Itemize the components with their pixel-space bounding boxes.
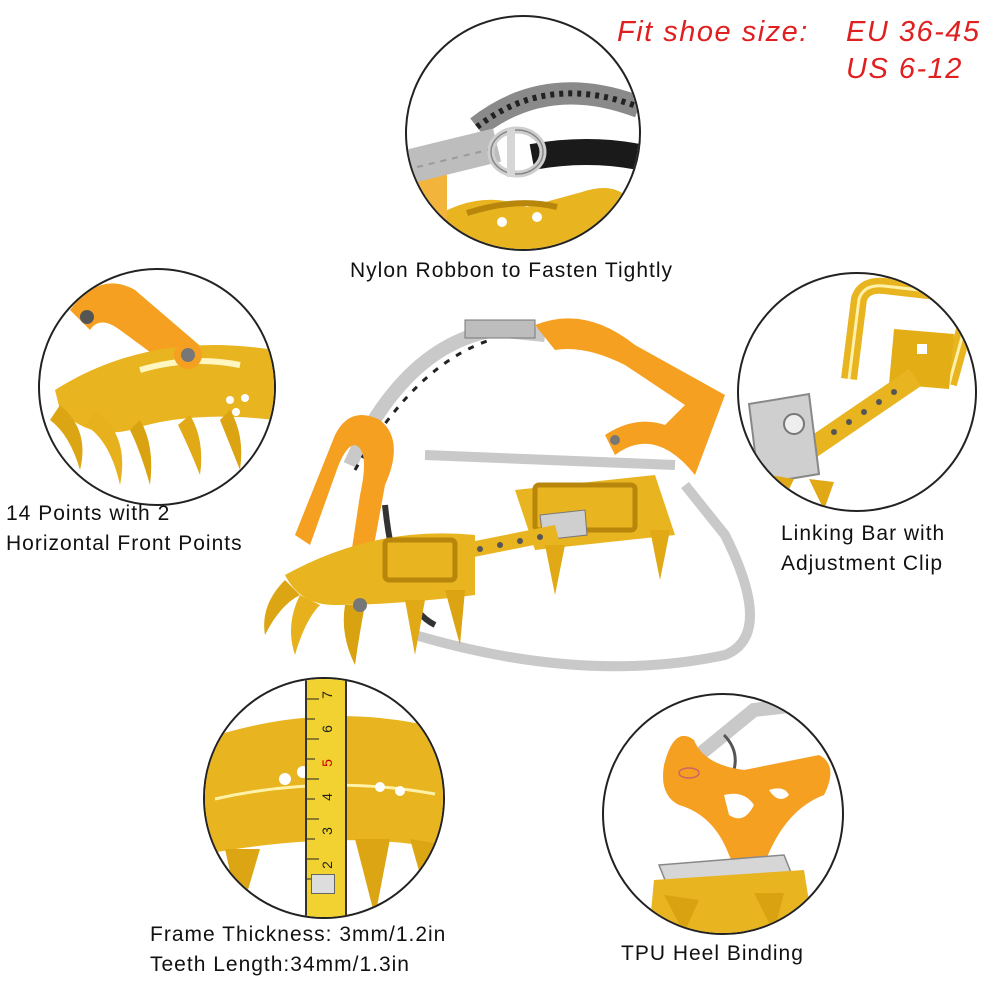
fit-size-eu: EU 36-45 (846, 16, 981, 48)
ruler-number-2: 2 (318, 861, 335, 869)
ruler-number-3: 3 (318, 827, 335, 835)
caption-nylon-ribbon: Nylon Robbon to Fasten Tightly (350, 259, 673, 282)
crampon-main-image (255, 305, 760, 675)
caption-points-line2: Horizontal Front Points (6, 532, 243, 555)
caption-teeth-length: Teeth Length:34mm/1.3in (150, 953, 410, 976)
caption-points-line1: 14 Points with 2 (6, 502, 171, 525)
caption-linking-line2: Adjustment Clip (781, 552, 944, 575)
caption-frame-thickness: Frame Thickness: 3mm/1.2in (150, 923, 447, 946)
ruler-number-4: 4 (318, 793, 335, 801)
caption-linking-line1: Linking Bar with (781, 522, 946, 545)
fit-size-label: Fit shoe size: (617, 16, 809, 48)
heel-binding-detail-image (602, 693, 844, 935)
ruler-number-5: 5 (318, 759, 335, 767)
nylon-ribbon-detail-image (405, 15, 641, 251)
ruler-number-7: 7 (318, 691, 335, 699)
tape-measure: 7 6 5 4 3 2 (305, 679, 347, 917)
ruler-hook (311, 874, 335, 894)
frame-thickness-detail-image: 7 6 5 4 3 2 (203, 677, 445, 919)
linking-bar-detail-image (737, 272, 977, 512)
fit-size-us: US 6-12 (846, 53, 963, 85)
ruler-number-6: 6 (318, 725, 335, 733)
caption-heel-binding: TPU Heel Binding (621, 942, 804, 965)
front-points-detail-image (38, 268, 276, 506)
